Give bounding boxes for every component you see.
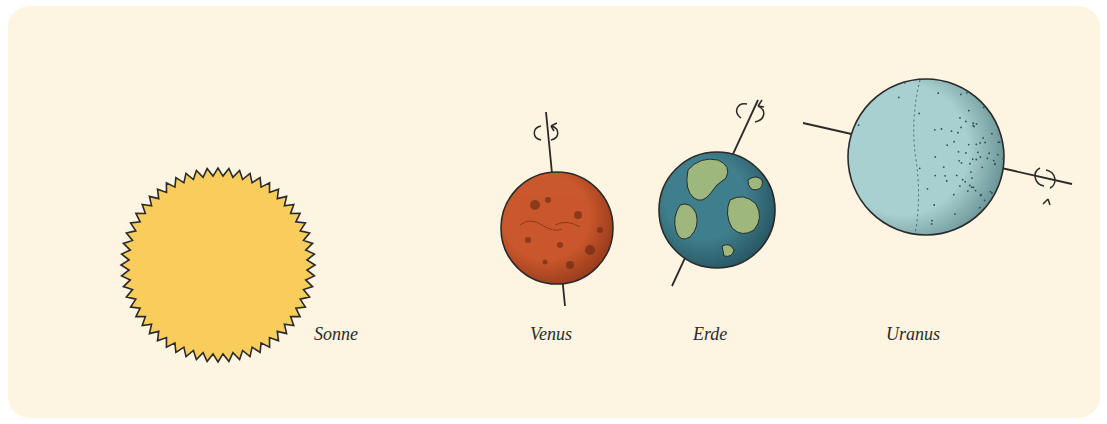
stipple-dot <box>943 166 945 168</box>
stipple-dot <box>957 132 959 134</box>
stipple-dot <box>971 186 973 188</box>
venus-drawing <box>501 112 613 306</box>
stipple-dot <box>858 124 860 126</box>
stipple-dot <box>931 220 933 222</box>
stipple-dot <box>918 113 920 115</box>
stipple-dot <box>984 199 986 201</box>
stipple-dot <box>934 175 936 177</box>
stipple-dot <box>944 175 946 177</box>
stipple-dot <box>962 179 964 181</box>
stipple-dot <box>983 107 985 109</box>
stipple-dot <box>966 92 968 94</box>
background-panel <box>8 6 1100 418</box>
stipple-dot <box>971 177 973 179</box>
planet-label: Uranus <box>886 324 940 346</box>
stipple-dot <box>904 82 906 84</box>
stipple-dot <box>984 142 986 144</box>
stipple-dot <box>977 151 979 153</box>
stipple-dot <box>972 122 974 124</box>
stipple-dot <box>958 160 960 162</box>
planet-label: Venus <box>530 324 572 346</box>
stipple-dot <box>994 163 996 165</box>
stipple-dot <box>953 141 955 143</box>
stipple-dot <box>991 192 993 194</box>
stipple-dot <box>941 128 943 130</box>
stipple-dot <box>991 133 993 135</box>
stipple-dot <box>979 207 981 209</box>
stipple-dot <box>927 188 929 190</box>
stipple-dot <box>934 156 936 158</box>
stipple-dot <box>975 190 977 192</box>
stipple-dot <box>994 163 996 165</box>
stipple-dot <box>953 194 955 196</box>
stipple-dot <box>933 204 935 206</box>
sun-drawing <box>121 168 315 362</box>
stipple-dot <box>1002 158 1004 160</box>
stipple-dot <box>956 175 958 177</box>
stipple-dot <box>973 126 975 128</box>
stipple-dot <box>982 137 984 139</box>
stipple-dot <box>965 121 967 123</box>
stipple-dot <box>990 191 992 193</box>
stipple-dot <box>898 97 900 99</box>
stipple-dot <box>946 180 948 182</box>
stipple-dot <box>960 94 962 96</box>
stipple-dot <box>973 186 975 188</box>
stipple-dot <box>979 142 981 144</box>
stipple-dot <box>969 185 971 187</box>
stipple-dot <box>972 158 974 160</box>
stipple-dot <box>959 117 961 119</box>
stipple-dot <box>975 159 977 161</box>
stipple-dot <box>954 213 956 215</box>
stipple-dot <box>993 160 995 162</box>
stipple-dot <box>972 125 974 127</box>
stipple-dot <box>931 223 933 225</box>
stipple-dot <box>958 151 960 153</box>
stipple-dot <box>980 156 982 158</box>
stipple-dot <box>988 152 990 154</box>
stipple-dot <box>951 130 953 132</box>
stipple-dot <box>961 162 963 164</box>
stipple-dot <box>976 123 978 125</box>
stipple-dot <box>981 166 983 168</box>
stipple-dot <box>975 143 977 145</box>
planet-label: Sonne <box>314 324 358 346</box>
stipple-dot <box>997 154 999 156</box>
stipple-dot <box>987 158 989 160</box>
earth-drawing <box>659 100 775 286</box>
stipple-dot <box>980 194 982 196</box>
stipple-dot <box>968 110 970 112</box>
stipple-dot <box>968 144 970 146</box>
stipple-dot <box>960 127 962 129</box>
stipple-dot <box>946 144 948 146</box>
planet-label: Erde <box>693 324 727 346</box>
stipple-dot <box>965 152 967 154</box>
stipple-dot <box>967 190 969 192</box>
stipple-dot <box>964 181 966 183</box>
stipple-dot <box>970 171 972 173</box>
stipple-dot <box>934 129 936 131</box>
stipple-dot <box>943 81 945 83</box>
stipple-dot <box>997 141 999 143</box>
stipple-dot <box>959 185 961 187</box>
stipple-dot <box>937 92 939 94</box>
stipple-dot <box>969 163 971 165</box>
stipple-dot <box>919 167 921 169</box>
stipple-dot <box>980 195 982 197</box>
uranus-drawing <box>803 79 1072 240</box>
